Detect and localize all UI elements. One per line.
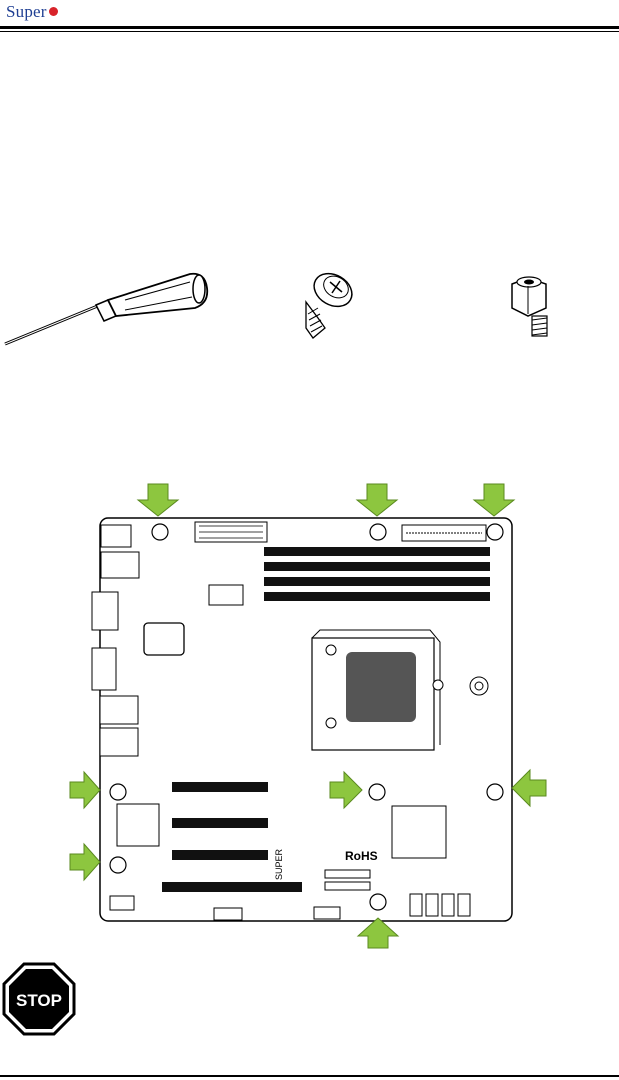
motherboard-diagram: RoHS SUPER <box>0 470 619 950</box>
logo-text: Super <box>6 2 47 21</box>
stop-label: STOP <box>16 991 62 1010</box>
arrow-left-icon <box>512 770 546 806</box>
usb-header <box>314 907 340 919</box>
header-rule <box>0 26 619 29</box>
supermicro-logo: Super <box>6 2 58 22</box>
footer-rule <box>0 1075 619 1077</box>
arrow-up-icon <box>358 918 398 948</box>
standoff-icon <box>512 277 547 336</box>
arrow-right-icon <box>70 844 100 880</box>
screwdriver-icon <box>5 274 207 344</box>
pch-chip <box>392 806 446 858</box>
screw-icon <box>306 270 358 338</box>
board-brand-label: SUPER <box>274 848 284 880</box>
logo-dot-icon <box>49 7 58 16</box>
header-rule-thin <box>0 31 619 32</box>
bmc-chip <box>117 804 159 846</box>
cpu-socket <box>312 630 443 750</box>
chip <box>144 623 184 655</box>
arrow-down-icon <box>138 484 178 516</box>
cpu-power-connector <box>209 585 243 605</box>
arrow-down-icon <box>474 484 514 516</box>
arrow-down-icon <box>357 484 397 516</box>
tools-illustration <box>0 270 619 350</box>
arrow-right-icon <box>70 772 100 808</box>
rohs-label: RoHS <box>345 849 378 863</box>
stop-sign-icon: STOP <box>2 962 76 1036</box>
